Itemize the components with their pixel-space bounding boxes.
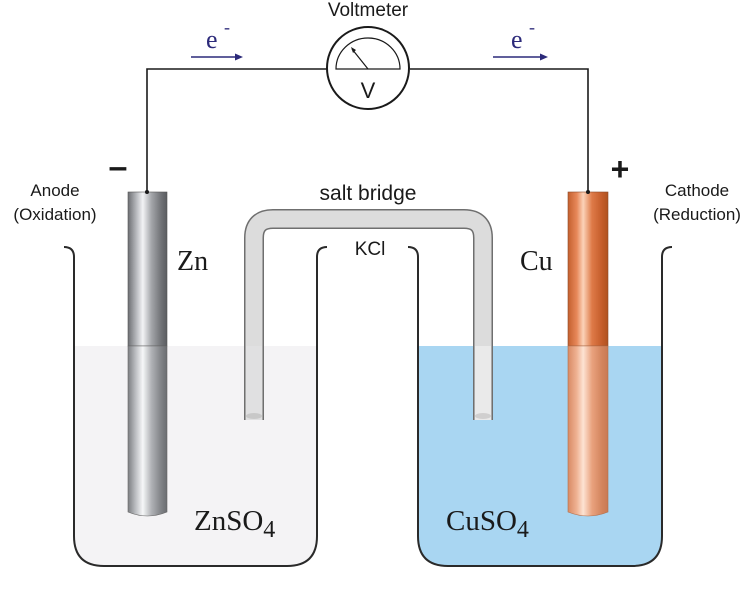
external-wire: [146, 68, 589, 192]
salt-bridge-electrolyte: KCl: [355, 239, 386, 260]
voltmeter-needle: [351, 48, 369, 70]
anode-title: Anode: [30, 181, 79, 200]
cathode-metal-label: Cu: [520, 246, 553, 277]
cathode-subtitle: (Reduction): [653, 205, 741, 224]
anode-solution-label: ZnSO4: [194, 505, 275, 543]
voltmeter: V: [326, 26, 410, 110]
anode-beaker: [63, 246, 328, 567]
electron-flow-left: e -: [191, 17, 243, 61]
cathode-beaker: [407, 246, 673, 567]
voltmeter-label: Voltmeter: [328, 0, 409, 21]
salt-bridge-label: salt bridge: [320, 182, 417, 205]
electron-charge: -: [224, 17, 230, 37]
voltmeter-symbol: V: [361, 78, 376, 103]
electron-charge: -: [529, 17, 535, 37]
electron-symbol: e: [511, 25, 523, 54]
electron-flow-right: e -: [493, 17, 548, 61]
anode-sign: –: [109, 148, 128, 186]
cathode-solution-label: CuSO4: [446, 505, 529, 543]
cathode-title: Cathode: [665, 181, 729, 200]
cathode-sign: +: [611, 151, 630, 187]
zinc-electrode: [127, 191, 168, 517]
arrow-right-icon: [235, 53, 243, 61]
electron-symbol: e: [206, 25, 218, 54]
cathode-terminal: [586, 190, 590, 194]
copper-electrode: [567, 191, 609, 517]
voltmeter-dial: [335, 37, 401, 70]
anode-metal-label: Zn: [177, 246, 208, 277]
salt-bridge-tube: [244, 209, 493, 420]
arrow-right-icon: [540, 53, 548, 61]
anode-subtitle: (Oxidation): [13, 205, 96, 224]
anode-terminal: [145, 190, 149, 194]
